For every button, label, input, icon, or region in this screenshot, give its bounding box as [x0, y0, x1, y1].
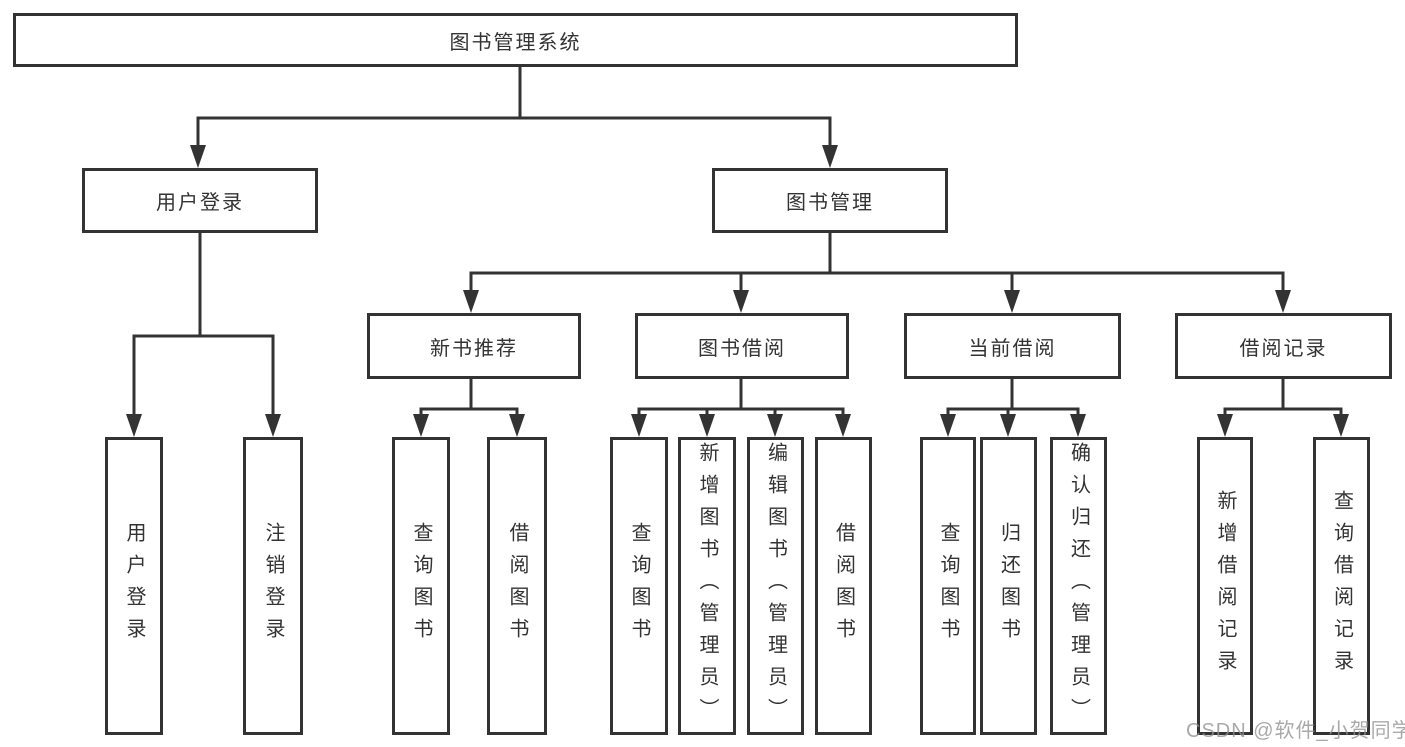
node-label: 借阅图书 [506, 522, 528, 650]
leaf-logout: 注销登录 [243, 437, 303, 735]
node-new-book-recommend: 新书推荐 [367, 313, 581, 379]
leaf-query-books-borrowing: 查询图书 [610, 437, 668, 735]
node-label: 注销登录 [262, 522, 284, 650]
connector-book-mgmt-to-level3 [463, 233, 1291, 313]
node-label: 查询借阅记录 [1330, 490, 1353, 682]
node-label: 新书推荐 [430, 337, 518, 360]
node-user-login: 用户登录 [82, 168, 318, 233]
leaf-user-login: 用户登录 [105, 437, 163, 735]
node-label: 查询图书 [628, 522, 650, 650]
node-label: 编辑图书（管理员） [764, 442, 787, 730]
node-label: 归还图书 [997, 522, 1020, 650]
leaf-borrow-books-recommend: 借阅图书 [487, 437, 547, 735]
leaf-edit-books-admin: 编辑图书（管理员） [747, 437, 804, 735]
connector-book-borrow-to-leaves [631, 379, 851, 437]
node-label: 图书管理系统 [449, 31, 582, 54]
node-borrowing-records: 借阅记录 [1175, 313, 1392, 379]
node-label: 确认归还（管理员） [1067, 442, 1090, 730]
leaf-add-borrow-record: 新增借阅记录 [1197, 437, 1253, 735]
leaf-query-books-recommend: 查询图书 [392, 437, 450, 735]
node-book-management: 图书管理 [712, 168, 948, 233]
leaf-add-books-admin: 新增图书（管理员） [678, 437, 736, 735]
node-label: 当前借阅 [968, 337, 1057, 360]
connector-root-to-level2 [190, 67, 838, 168]
leaf-query-borrow-record: 查询借阅记录 [1313, 437, 1370, 735]
node-label: 查询图书 [410, 522, 432, 650]
node-book-borrowing: 图书借阅 [635, 313, 849, 379]
node-label: 新增借阅记录 [1214, 490, 1236, 682]
node-label: 用户登录 [156, 192, 244, 214]
node-label: 查询图书 [937, 522, 959, 650]
connector-borrow-records-to-leaves [1217, 379, 1349, 437]
leaf-return-books: 归还图书 [980, 437, 1037, 735]
node-label: 借阅记录 [1239, 337, 1328, 360]
node-root-system: 图书管理系统 [13, 13, 1018, 67]
node-label: 图书借阅 [698, 337, 786, 360]
node-label: 用户登录 [123, 522, 145, 650]
connector-new-book-rec-to-leaves [413, 379, 525, 437]
node-label: 图书管理 [786, 192, 874, 214]
leaf-query-books-current: 查询图书 [920, 437, 976, 735]
connector-user-login-to-leaves [126, 233, 281, 437]
connector-current-borrow-to-leaves [940, 379, 1086, 437]
leaf-confirm-return-admin: 确认归还（管理员） [1050, 437, 1107, 735]
csdn-watermark: CSDN @软件_小贺同学 [1186, 720, 1405, 742]
node-label: 借阅图书 [832, 522, 855, 650]
node-label: 新增图书（管理员） [696, 442, 718, 730]
node-current-borrowing: 当前借阅 [904, 313, 1121, 379]
leaf-borrow-books: 借阅图书 [815, 437, 872, 735]
